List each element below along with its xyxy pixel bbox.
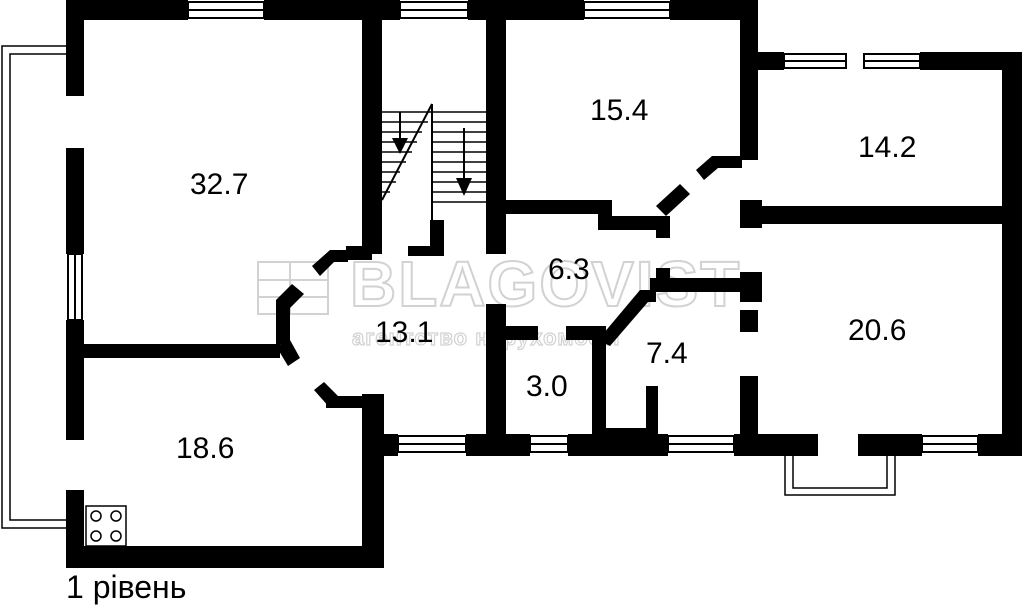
room-area-kitchen: 18.6 — [176, 432, 234, 465]
level-label: 1 рівень — [66, 569, 186, 605]
room-area-bedroom-top: 15.4 — [590, 94, 648, 127]
terrace-outline — [1, 45, 68, 529]
room-area-corridor: 6.3 — [548, 253, 590, 286]
room-labels: 32.7 15.4 14.2 6.3 13.1 20.6 7.4 3.0 18.… — [176, 94, 916, 465]
walls — [66, 0, 1022, 568]
room-area-room-right: 14.2 — [858, 131, 916, 164]
bay-window-outline — [784, 445, 896, 496]
staircase — [381, 103, 486, 220]
room-area-living: 32.7 — [190, 168, 248, 201]
room-area-room-big-right: 20.6 — [848, 314, 906, 347]
room-area-bathroom: 7.4 — [646, 337, 688, 370]
room-area-hall: 13.1 — [375, 316, 433, 349]
room-area-wc: 3.0 — [526, 370, 568, 403]
stove-icon — [85, 505, 127, 547]
windows — [67, 1, 979, 453]
